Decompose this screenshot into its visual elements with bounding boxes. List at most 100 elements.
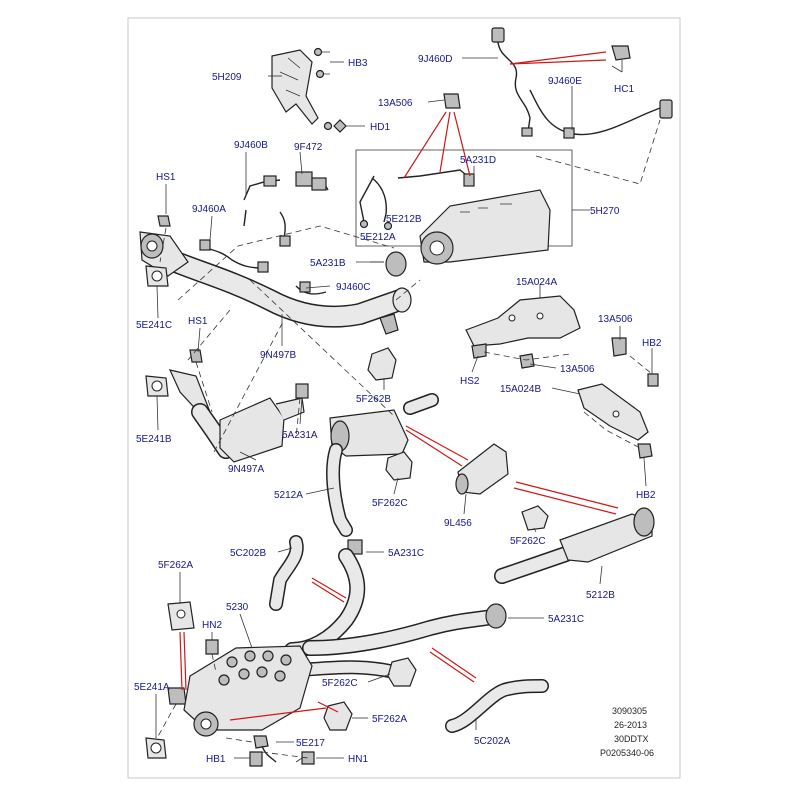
label-hb1: HB1 xyxy=(206,754,226,765)
label-5e217: 5E217 xyxy=(296,738,325,749)
label-5f262a-top: 5F262A xyxy=(158,560,193,571)
bolt-hs2 xyxy=(471,343,487,359)
pipe-rear-center xyxy=(284,548,506,679)
sensor-13a506-mid xyxy=(519,353,535,369)
heatshield-9l456 xyxy=(455,443,509,495)
label-hs2: HS2 xyxy=(460,376,480,387)
label-5e241a: 5E241A xyxy=(134,682,170,693)
label-5c202a: 5C202A xyxy=(474,736,510,747)
label-5a231a: 5A231A xyxy=(282,430,318,441)
label-15a024a: 15A024A xyxy=(516,277,557,288)
label-9l456: 9L456 xyxy=(444,518,472,529)
bolt-hn1 xyxy=(301,751,315,765)
label-5f262c-mid: 5F262C xyxy=(372,498,408,509)
pipe-5212b xyxy=(494,507,655,584)
bracket-15a024b xyxy=(577,383,649,441)
label-hs1-top: HS1 xyxy=(156,172,176,183)
label-hc1: HC1 xyxy=(614,84,634,95)
pipe-5212a xyxy=(326,393,439,537)
pipe-5c202a xyxy=(445,679,549,733)
label-5e212b: 5E212B xyxy=(386,214,422,225)
label-13a506-top: 13A506 xyxy=(378,98,413,109)
label-9j460d: 9J460D xyxy=(418,54,452,65)
footer-line-1: 3090305 xyxy=(612,706,647,716)
label-13a506-right: 13A506 xyxy=(598,314,633,325)
label-9j460a: 9J460A xyxy=(192,204,226,215)
label-5230: 5230 xyxy=(226,602,249,613)
label-9j460c: 9J460C xyxy=(336,282,370,293)
assembly-dash-lines xyxy=(155,119,661,759)
bolt-hb1 xyxy=(249,751,263,767)
sensor-5e217 xyxy=(253,735,277,763)
muffler-5230 xyxy=(183,645,313,737)
bolt-hd1 xyxy=(333,119,365,133)
label-15a024b: 15A024B xyxy=(500,384,541,395)
label-5f262c-right: 5F262C xyxy=(510,536,546,547)
label-hb3: HB3 xyxy=(348,58,368,69)
label-5e241b: 5E241B xyxy=(136,434,172,445)
box-5h270 xyxy=(355,149,590,247)
label-5h270: 5H270 xyxy=(590,206,620,217)
label-5f262a-bot: 5F262A xyxy=(372,714,407,725)
sensor-5a231d xyxy=(463,173,475,187)
sensor-9j460d xyxy=(491,27,533,137)
label-5212a: 5212A xyxy=(274,490,303,501)
label-5e241c: 5E241C xyxy=(136,320,172,331)
red-callout-lines xyxy=(179,51,619,721)
sensor-13a506-top xyxy=(443,93,461,109)
label-5f262b: 5F262B xyxy=(356,394,391,405)
gasket-5e241b xyxy=(145,375,169,397)
sensor-9j460a xyxy=(199,211,291,273)
label-9j460e: 9J460E xyxy=(548,76,582,87)
bolt-hn2 xyxy=(205,639,219,655)
label-9n497b: 9N497B xyxy=(260,350,296,361)
diagram-frame xyxy=(127,17,681,779)
pipe-9n497b xyxy=(165,251,412,328)
pipe-5c202b xyxy=(269,535,304,611)
bracket-5h209 xyxy=(271,47,333,131)
stud-hs1-top xyxy=(157,215,171,227)
label-5a231c-right: 5A231C xyxy=(548,614,584,625)
label-5a231c-mid: 5A231C xyxy=(388,548,424,559)
bolt-hb2-bot xyxy=(637,443,653,459)
hanger-5f262c-right xyxy=(521,505,549,531)
label-5212b: 5212B xyxy=(586,590,615,601)
sensor-9j460e xyxy=(529,89,673,139)
label-hs1-mid: HS1 xyxy=(188,316,208,327)
label-hb2-bot: HB2 xyxy=(636,490,656,501)
gasket-5e241a xyxy=(167,687,187,705)
footer-line-3: 30DDTX xyxy=(614,734,649,744)
label-9n497a: 9N497A xyxy=(228,464,264,475)
label-hb2-top: HB2 xyxy=(642,338,662,349)
bracket-15a024a xyxy=(465,295,581,347)
label-hd1: HD1 xyxy=(370,122,390,133)
filter-5h270 xyxy=(419,189,551,265)
label-5h209: 5H209 xyxy=(212,72,242,83)
manifold-joint-top xyxy=(139,231,189,277)
bolt-hb2-top xyxy=(647,373,659,387)
label-13a506-mid: 13A506 xyxy=(560,364,595,375)
hanger-5f262a-bot xyxy=(323,701,353,731)
label-5a231b: 5A231B xyxy=(310,258,346,269)
pipe-9n497a xyxy=(168,369,305,463)
part-labels: HB3 5H209 HD1 9J460D HC1 9J460E 13A506 5… xyxy=(134,54,662,765)
label-9f472: 9F472 xyxy=(294,142,323,153)
footer-line-2: 26-2013 xyxy=(614,720,647,730)
label-hn2: HN2 xyxy=(202,620,222,631)
gasket-5e241c xyxy=(145,265,169,287)
sensor-9j460c xyxy=(295,281,327,295)
sensor-9j460b xyxy=(243,175,281,227)
clip-hc1 xyxy=(611,45,631,72)
drawing-reference-block: 3090305 26-2013 30DDTX P0205340-06 xyxy=(600,706,654,758)
leader-lines xyxy=(155,57,653,763)
sensor-9f472 xyxy=(295,171,329,191)
hanger-5f262c-bot xyxy=(387,657,417,687)
stud-hs1-mid xyxy=(189,349,203,363)
sensor-5a231a xyxy=(295,383,309,399)
sensor-5a231c-right xyxy=(485,603,507,629)
hanger-5f262c-mid xyxy=(385,451,413,481)
label-5e212a: 5E212A xyxy=(360,232,396,243)
hanger-5f262b xyxy=(367,313,399,381)
